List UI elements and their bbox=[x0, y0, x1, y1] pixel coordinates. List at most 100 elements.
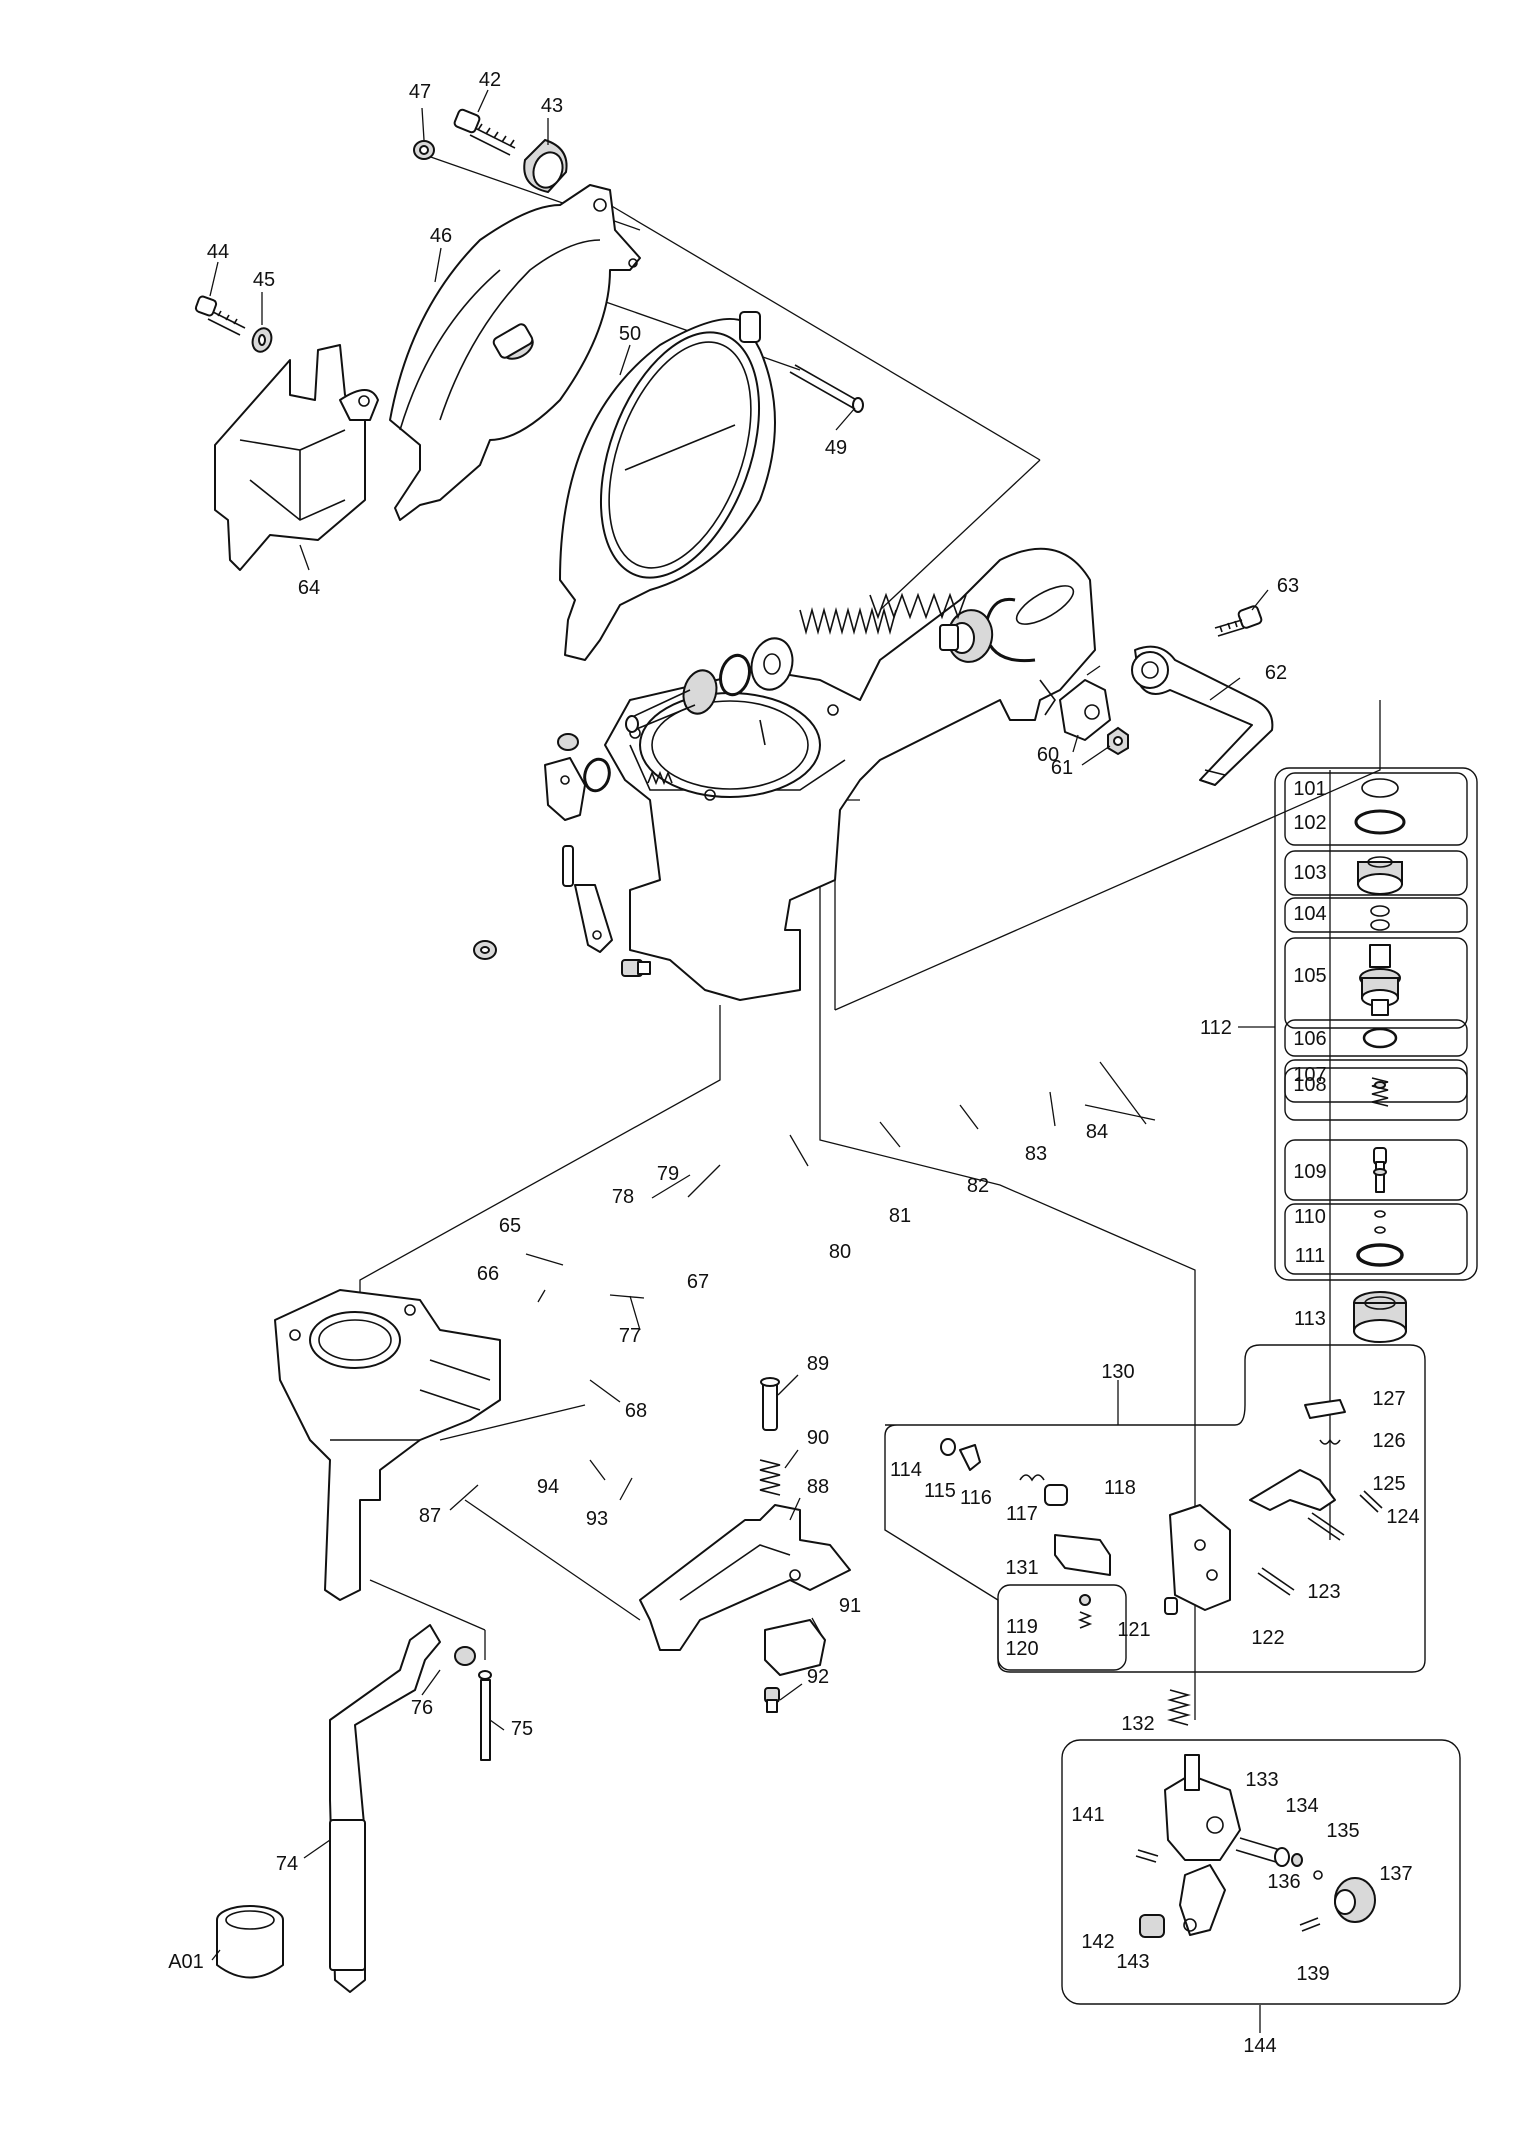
callout-89: 89 bbox=[807, 1353, 829, 1375]
callout-136: 136 bbox=[1267, 1871, 1300, 1893]
part-125-trigger bbox=[1249, 1469, 1336, 1511]
part-136-ball bbox=[1313, 1870, 1323, 1880]
part-a01-sleeve bbox=[216, 1905, 284, 1979]
part-127-lever bbox=[1304, 1399, 1346, 1419]
part-120-spring bbox=[1077, 1611, 1093, 1629]
callout-125: 125 bbox=[1372, 1473, 1405, 1495]
part-113-bushing bbox=[1353, 1291, 1407, 1343]
part-134-stem bbox=[1235, 1837, 1290, 1867]
callout-50: 50 bbox=[619, 323, 641, 345]
kit-112-box bbox=[1274, 767, 1478, 1281]
part-109-pin bbox=[1373, 1147, 1387, 1193]
part-124-pin bbox=[1359, 1490, 1383, 1513]
callout-92: 92 bbox=[807, 1666, 829, 1688]
callout-126: 126 bbox=[1372, 1430, 1405, 1452]
part-111-oring bbox=[1356, 1243, 1404, 1267]
part-47-nut bbox=[413, 140, 435, 160]
part-141-pin bbox=[1135, 1849, 1159, 1863]
callout-102: 102 bbox=[1293, 812, 1326, 834]
part-64-cover bbox=[214, 344, 379, 571]
callout-139: 139 bbox=[1296, 1963, 1329, 1985]
callout-78: 78 bbox=[612, 1186, 634, 1208]
part-94-plate bbox=[574, 884, 613, 953]
part-142-plunger bbox=[1139, 1914, 1165, 1938]
callout-66: 66 bbox=[477, 1263, 499, 1285]
callout-62: 62 bbox=[1265, 662, 1287, 684]
part-42-bolt bbox=[453, 108, 516, 156]
part-46-bracket bbox=[389, 184, 641, 521]
callout-88: 88 bbox=[807, 1476, 829, 1498]
callout-135: 135 bbox=[1326, 1820, 1359, 1842]
callout-44: 44 bbox=[207, 241, 229, 263]
part-82-spring bbox=[869, 592, 967, 620]
part-131-block bbox=[1054, 1534, 1111, 1576]
part-68-pin bbox=[562, 845, 574, 887]
part-67-spring bbox=[647, 770, 673, 786]
part-89-pin bbox=[760, 1377, 780, 1431]
part-83-cap bbox=[939, 609, 994, 663]
callout-a01: A01 bbox=[168, 1951, 204, 1973]
part-143-bracket bbox=[1179, 1864, 1226, 1936]
part-133-body bbox=[1164, 1754, 1241, 1861]
assembly-144-box bbox=[1061, 1739, 1461, 2005]
callout-132: 132 bbox=[1121, 1713, 1154, 1735]
callout-77: 77 bbox=[619, 1325, 641, 1347]
callout-87: 87 bbox=[419, 1505, 441, 1527]
part-78-stem bbox=[625, 669, 718, 733]
callout-108: 108 bbox=[1293, 1074, 1326, 1096]
callout-143: 143 bbox=[1116, 1951, 1149, 1973]
part-106-oring bbox=[1362, 1027, 1398, 1049]
callout-115: 115 bbox=[924, 1480, 956, 1502]
part-cylinder bbox=[274, 1289, 501, 1601]
callout-47: 47 bbox=[409, 81, 431, 103]
part-81-spring bbox=[799, 606, 897, 636]
part-77-oring bbox=[583, 757, 611, 793]
callout-49: 49 bbox=[825, 437, 847, 459]
callout-121: 121 bbox=[1117, 1619, 1150, 1641]
part-139-pin bbox=[1299, 1917, 1321, 1932]
callout-134: 134 bbox=[1285, 1795, 1318, 1817]
callout-93: 93 bbox=[586, 1508, 608, 1530]
part-90-spring bbox=[759, 1459, 781, 1496]
callout-122: 122 bbox=[1251, 1627, 1284, 1649]
callout-107: 107 bbox=[1293, 1064, 1326, 1086]
callout-67: 67 bbox=[687, 1271, 709, 1293]
callout-94: 94 bbox=[537, 1476, 559, 1498]
assembly-130-box bbox=[884, 1344, 1426, 1673]
callout-111: 111 bbox=[1295, 1245, 1325, 1267]
callout-109: 109 bbox=[1293, 1161, 1326, 1183]
callout-119: 119 bbox=[1006, 1616, 1038, 1638]
callout-65: 65 bbox=[499, 1215, 521, 1237]
callout-101: 101 bbox=[1293, 778, 1326, 800]
callout-103: 103 bbox=[1293, 862, 1326, 884]
callout-46: 46 bbox=[430, 225, 452, 247]
callout-90: 90 bbox=[807, 1427, 829, 1449]
part-107-spring bbox=[1371, 1077, 1389, 1107]
part-115-valve bbox=[959, 1444, 981, 1471]
callout-83: 83 bbox=[1025, 1143, 1047, 1165]
part-103-bushing bbox=[1357, 856, 1403, 895]
callout-79: 79 bbox=[657, 1163, 679, 1185]
part-116-spring bbox=[1019, 1474, 1045, 1482]
callout-45: 45 bbox=[253, 269, 275, 291]
part-75-pin bbox=[478, 1670, 492, 1761]
callout-labels: 42 43 47 44 45 46 50 49 64 63 62 60 61 1… bbox=[168, 69, 1419, 2057]
part-93-bolt bbox=[621, 959, 651, 977]
callout-137: 137 bbox=[1379, 1863, 1412, 1885]
part-50-frame bbox=[559, 311, 776, 661]
callout-133: 133 bbox=[1245, 1769, 1278, 1791]
assembly-lines bbox=[359, 154, 1381, 2033]
callout-76: 76 bbox=[411, 1697, 433, 1719]
callout-91: 91 bbox=[839, 1595, 861, 1617]
part-79-oring bbox=[719, 653, 751, 697]
callout-80: 80 bbox=[829, 1241, 851, 1263]
callout-104: 104 bbox=[1293, 903, 1326, 925]
callout-75: 75 bbox=[511, 1718, 533, 1740]
callout-124: 124 bbox=[1386, 1506, 1419, 1528]
part-135-oring bbox=[1291, 1853, 1303, 1867]
callout-68: 68 bbox=[625, 1400, 647, 1422]
callout-63: 63 bbox=[1277, 575, 1299, 597]
part-132-spring bbox=[1167, 1689, 1191, 1726]
callout-131: 131 bbox=[1005, 1557, 1038, 1579]
part-122-pin bbox=[1257, 1567, 1295, 1596]
